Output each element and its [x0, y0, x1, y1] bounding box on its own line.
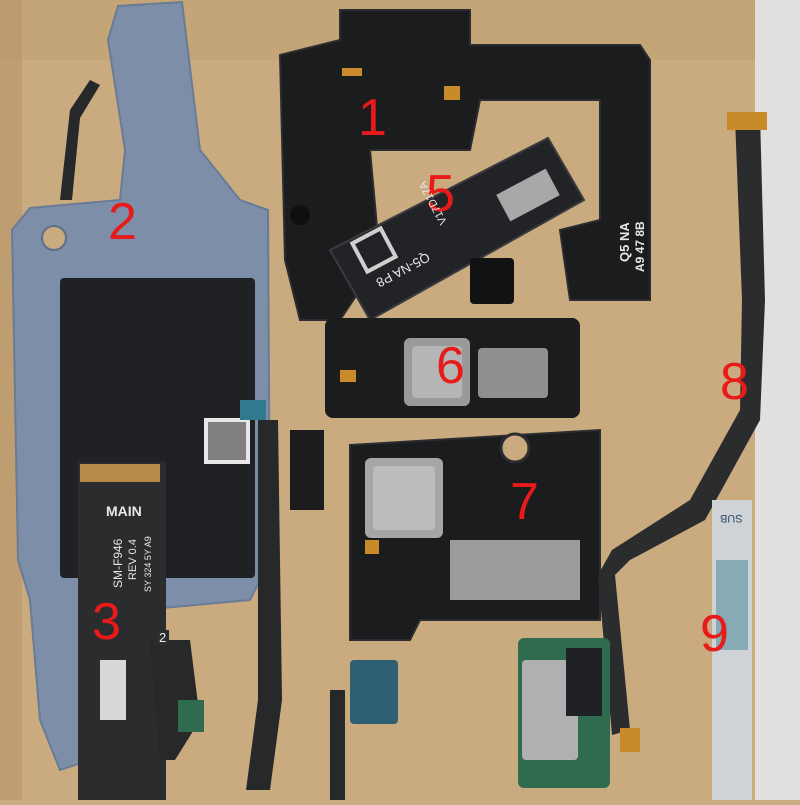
main-flex-connector	[80, 464, 160, 482]
long-vertical-flex	[246, 420, 282, 790]
bottom-pcb-shield	[522, 660, 578, 760]
main-flex-silver	[100, 660, 126, 720]
graphite-top-flex	[60, 80, 100, 200]
sub-flex-dark-band	[716, 560, 748, 650]
cardboard-right-strip	[755, 0, 800, 800]
bottom-small-board	[350, 660, 398, 724]
sub-flex-cable	[712, 500, 752, 800]
sub-flex-print: SUB	[720, 512, 743, 524]
frame-camera-hole	[499, 432, 531, 464]
bracket-gold-contact-2	[444, 86, 460, 100]
speaker-rubber-block	[470, 258, 514, 304]
bottom-small-flex	[330, 690, 345, 800]
frame-gold-pad	[365, 540, 379, 554]
frame-metal-shield-inner	[373, 466, 435, 530]
frame-silver-plate	[450, 540, 580, 600]
qr-pattern	[208, 422, 246, 460]
bracket-round-hole	[290, 205, 310, 225]
tiny-board-left	[178, 700, 204, 732]
flex-code-print: SY 324 5Y A9	[143, 536, 153, 592]
flex-model-print: SM-F946	[111, 538, 125, 588]
label-number-3: 3	[92, 593, 121, 651]
diagonal-flex-cable	[598, 115, 765, 735]
graphite-hole	[41, 225, 67, 251]
label-number-1: 1	[358, 89, 387, 147]
label-number-9: 9	[700, 605, 729, 663]
label-number-7: 7	[510, 473, 539, 531]
bracket-gold-contact	[342, 68, 362, 76]
speaker-gold-pad	[340, 370, 356, 382]
long-flex-bracket	[290, 430, 324, 510]
speaker-plate-silver	[496, 168, 560, 222]
flex-main-print: MAIN	[106, 503, 142, 519]
label-number-6: 6	[436, 337, 465, 395]
speaker-metal-shield-inner	[412, 346, 462, 398]
label-number-8: 8	[720, 353, 749, 411]
speaker-plate-window	[349, 225, 399, 275]
diagonal-flex-bottom-tip	[620, 728, 640, 752]
small-tag-print: 2	[156, 630, 170, 645]
bracket-print-q5na: Q5 NA	[617, 222, 632, 262]
cardboard-left-strip	[0, 0, 22, 800]
speaker-right-plate	[478, 348, 548, 398]
label-number-2: 2	[108, 193, 137, 251]
diagonal-flex-gold-tip	[727, 112, 767, 130]
bottom-pcb-connector	[566, 648, 602, 716]
flex-rev-print: REV 0.4	[127, 539, 139, 580]
label-number-5: 5	[426, 165, 455, 223]
main-flex-cable	[78, 462, 166, 800]
long-flex-tip	[240, 400, 266, 420]
bracket-print-a9: A9 47 8B	[633, 221, 647, 272]
